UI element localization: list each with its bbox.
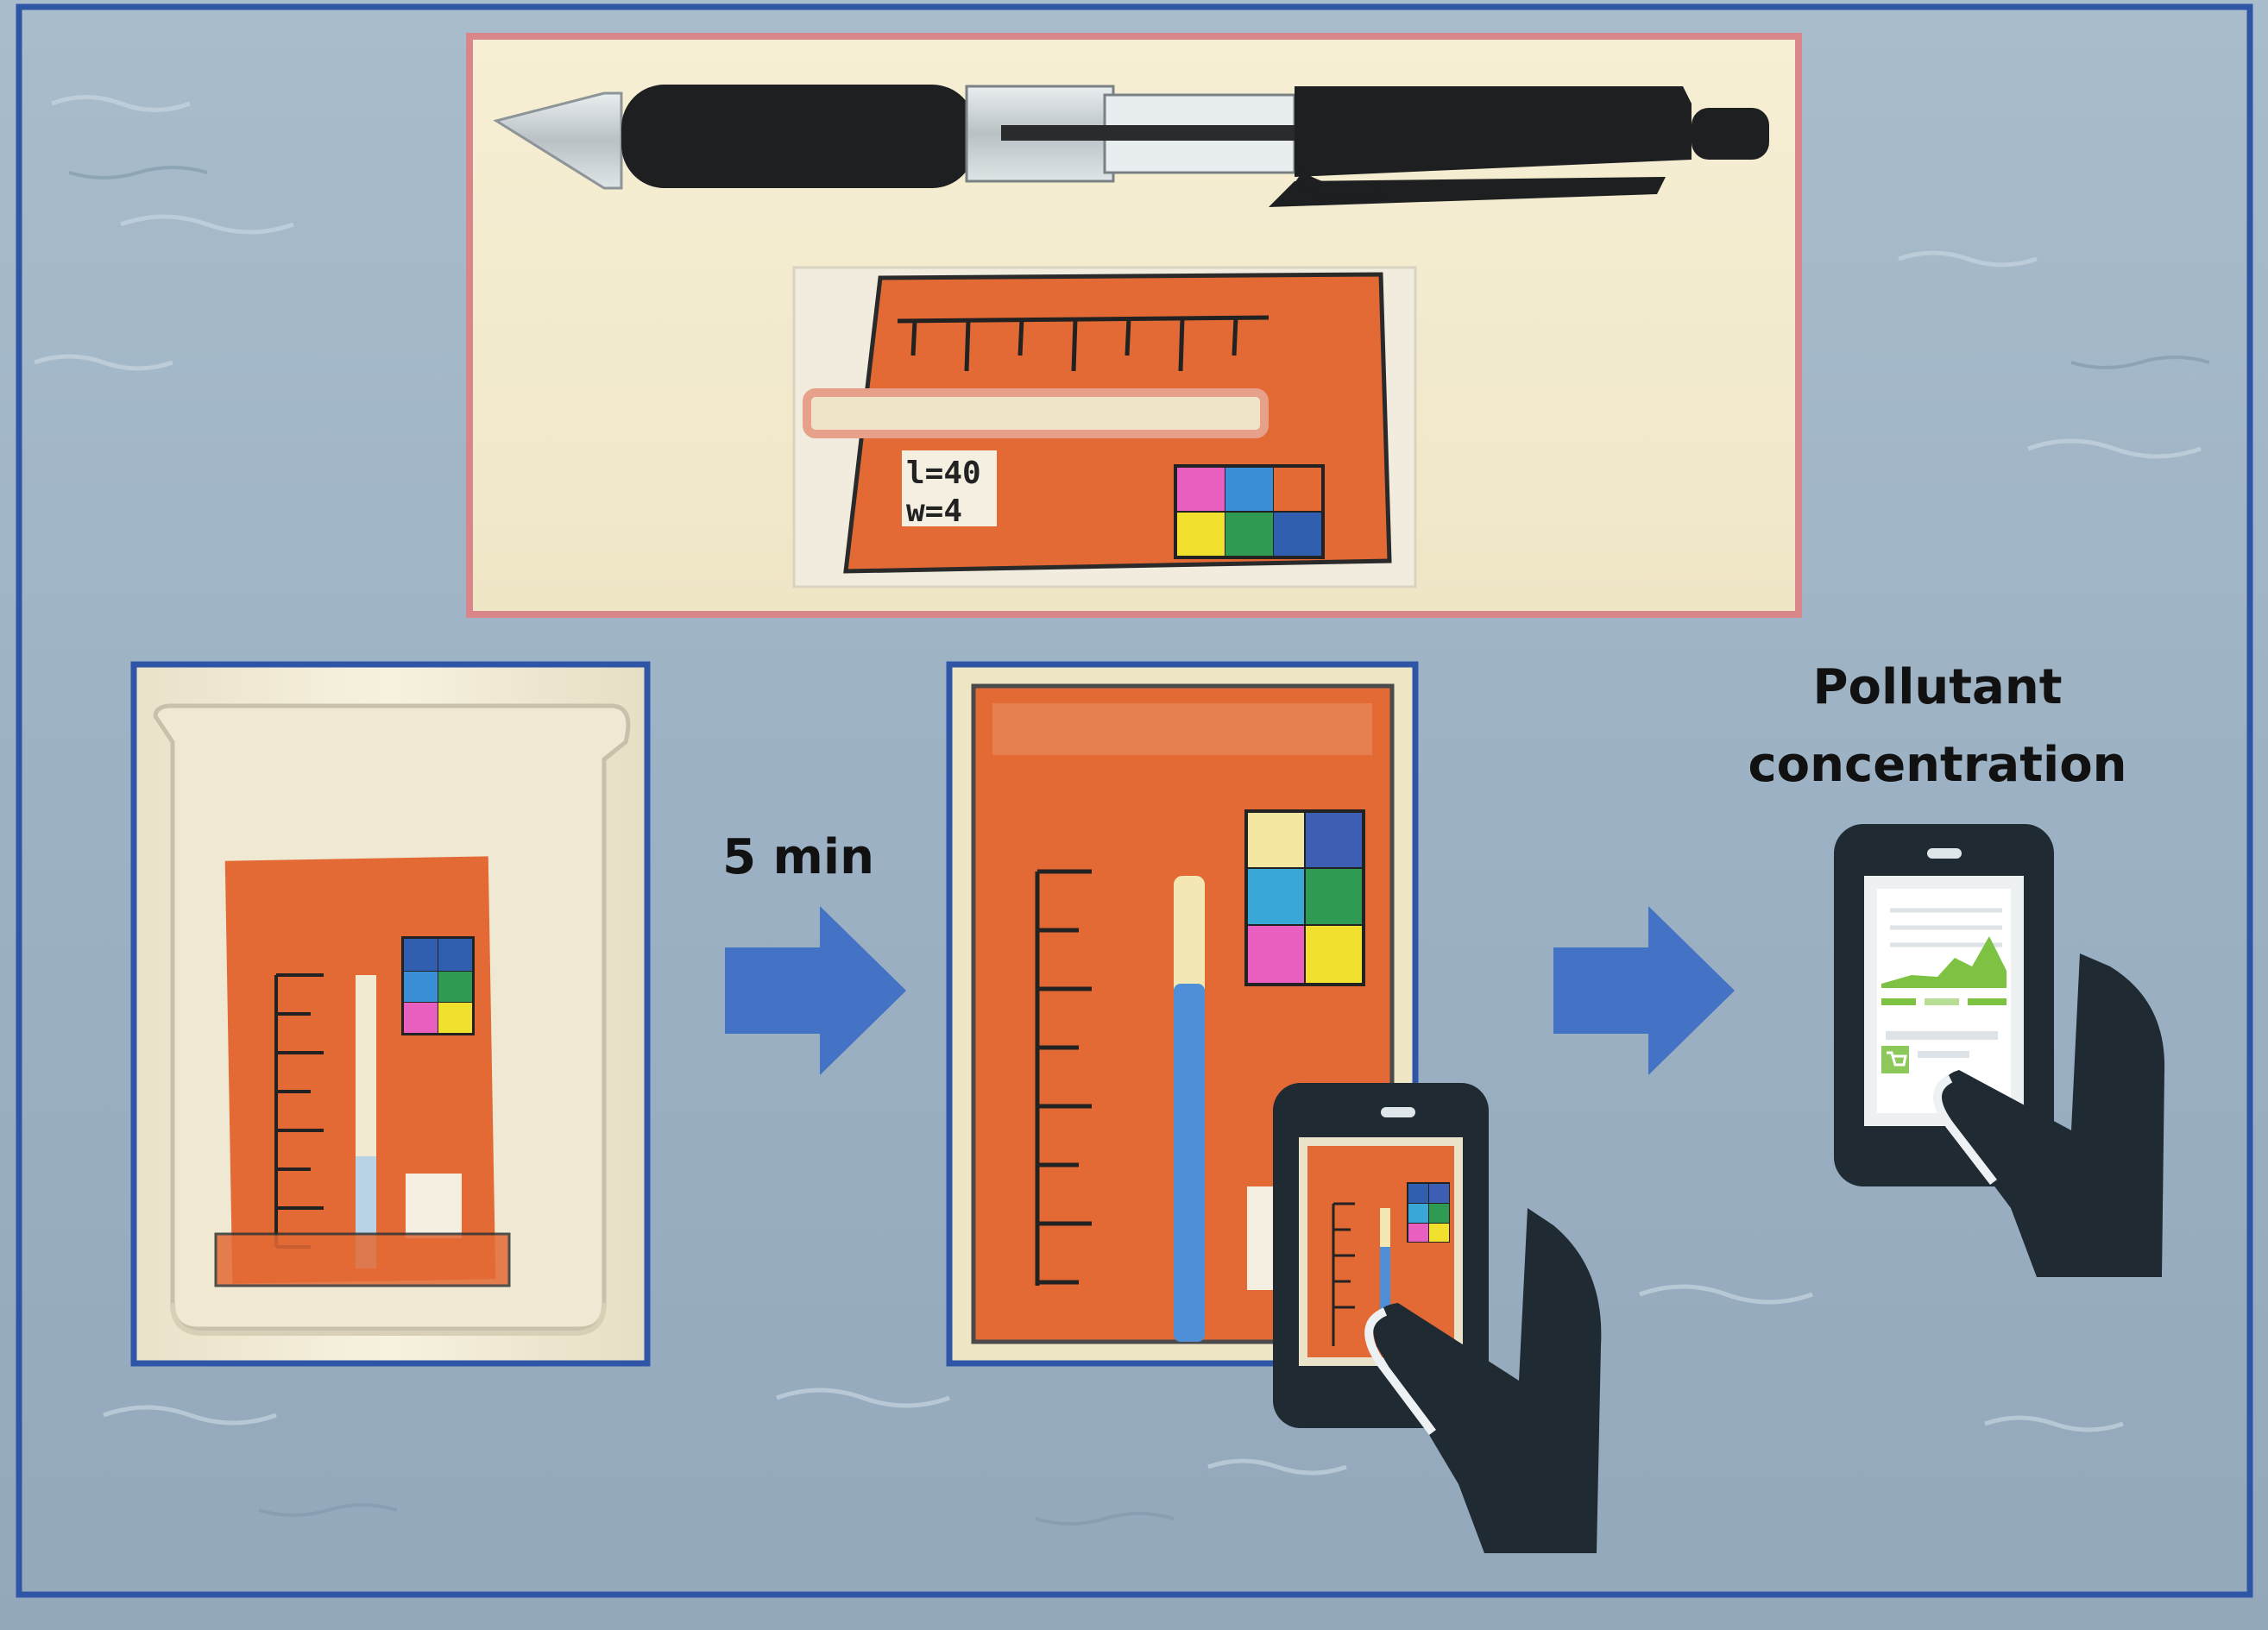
hand-phone-icon xyxy=(1273,1083,1602,1553)
hand-phone-icon xyxy=(1834,824,2165,1277)
arrow-right-icon xyxy=(725,906,906,1075)
outer-frame xyxy=(16,3,2253,1598)
strip-label-l: l=40 xyxy=(906,456,981,491)
water-ripples xyxy=(34,95,2202,1476)
step-time-label: 5 min xyxy=(722,829,874,885)
line-chart-icon xyxy=(1881,936,2007,988)
result-label-line2: concentration xyxy=(1748,737,2126,793)
beaker-image xyxy=(153,703,631,1336)
top-photo-pen-and-strip: l=40 w=4 xyxy=(466,33,1802,618)
test-strip-flat: l=40 w=4 xyxy=(792,266,1417,588)
beaker-photo xyxy=(130,661,651,1367)
arrow-right-icon xyxy=(1553,906,1735,1075)
developed-strip-photo xyxy=(946,661,1419,1367)
pen-image xyxy=(493,85,1769,207)
strip-label-w: w=4 xyxy=(906,494,962,529)
result-label-line1: Pollutant xyxy=(1813,659,2063,715)
